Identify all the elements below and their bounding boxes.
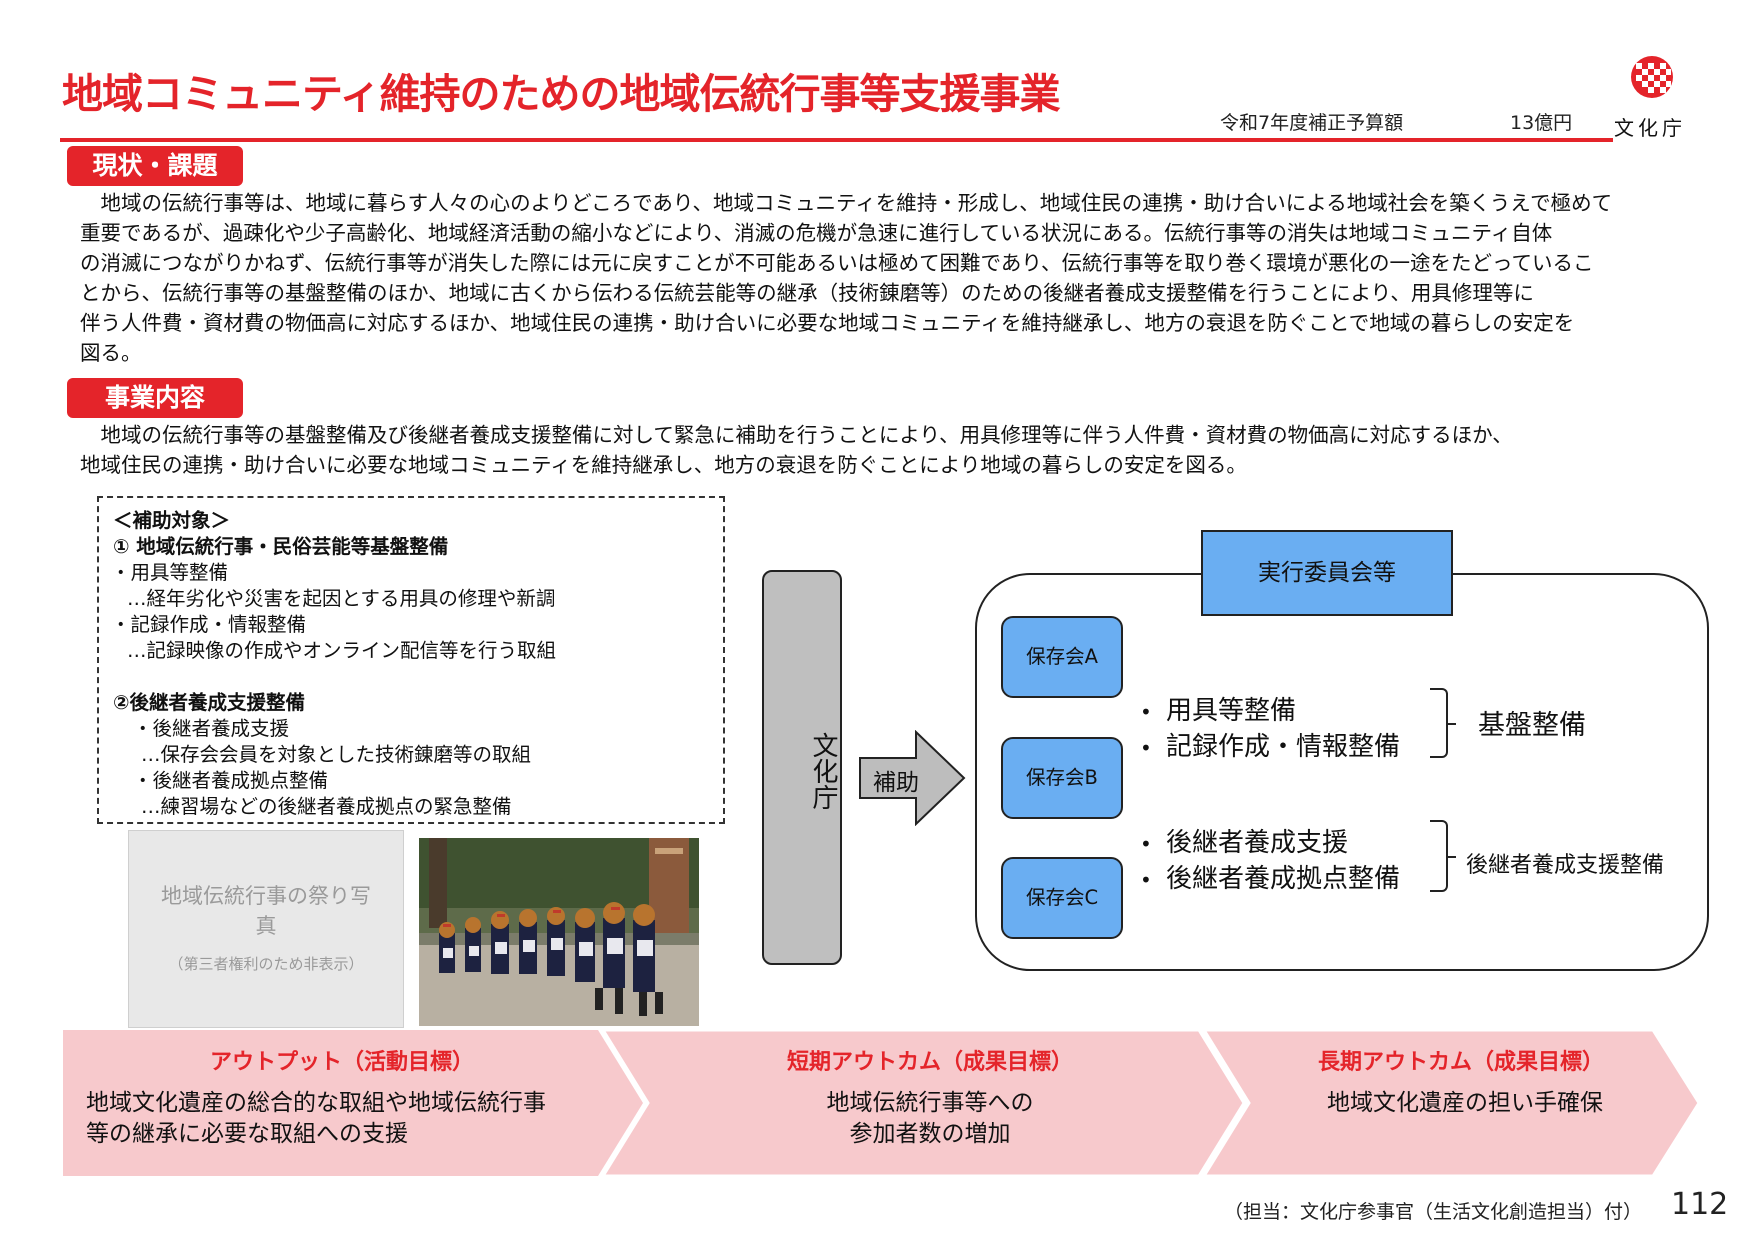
preservation-group-b: 保存会B	[1001, 737, 1123, 819]
outcome-text-line: 等の継承に必要な取組への支援	[86, 1121, 408, 1147]
contact-footer: （担当：文化庁参事官（生活文化創造担当）付）	[1224, 1201, 1643, 1223]
festival-photo	[419, 838, 699, 1026]
status-line: とから、伝統行事等の基盤整備のほか、地域に古くから伝わる伝統芸能等の継承（技術錬…	[80, 281, 1534, 305]
outcome-title-short: 短期アウトカム（成果目標）	[787, 1050, 1074, 1075]
targets-heading: ＜補助対象＞	[113, 509, 231, 532]
target-item-2a-desc: …保存会会員を対象とした技術錬磨等の取組	[141, 743, 532, 766]
bullet-text: 記録作成・情報整備	[1166, 732, 1401, 762]
preservation-group-c: 保存会C	[1001, 857, 1123, 939]
outcome-title-output: アウトプット（活動目標）	[210, 1050, 475, 1075]
brace-top	[1430, 688, 1456, 758]
agency-box-label: 文化庁	[808, 732, 838, 810]
label-infrastructure: 基盤整備	[1478, 710, 1586, 741]
status-line: 重要であるが、過疎化や少子高齢化、地域経済活動の縮小などにより、消滅の危機が急速…	[80, 221, 1553, 245]
target-item-1b: ・記録作成・情報整備	[111, 613, 307, 636]
status-paragraph: 地域の伝統行事等は、地域に暮らす人々の心のよりどころであり、地域コミュニティを維…	[80, 188, 1670, 368]
target-item-2: ②後継者養成支援整備	[113, 691, 306, 714]
agency-box: 文化庁	[762, 570, 842, 965]
target-item-1a-desc: …経年劣化や災害を起因とする用具の修理や新調	[127, 587, 556, 610]
budget-label: 令和7年度補正予算額	[1220, 112, 1404, 134]
page-number: 112	[1671, 1187, 1729, 1222]
preservation-group-a: 保存会A	[1001, 616, 1123, 698]
outcome-chevron-2	[601, 1030, 1246, 1176]
outcome-text-line: 地域文化遺産の総合的な取組や地域伝統行事	[86, 1090, 546, 1116]
section-tag-content: 事業内容	[67, 378, 243, 418]
section-tag-status: 現状・課題	[67, 146, 243, 186]
bullet-text: 用具等整備	[1166, 696, 1297, 726]
bullet-item: •用具等整備	[1140, 696, 1297, 726]
bullet-text: 後継者養成支援	[1166, 828, 1349, 858]
photo-placeholder: 地域伝統行事の祭り写真 （第三者権利のため非表示）	[128, 830, 404, 1028]
agency-logo-icon	[1631, 56, 1673, 98]
page-title: 地域コミュニティ維持のための地域伝統行事等支援事業	[62, 70, 1061, 118]
bullet-text: 後継者養成拠点整備	[1166, 864, 1401, 894]
photo-placeholder-note: （第三者権利のため非表示）	[168, 955, 364, 973]
bullet-item: •後継者養成拠点整備	[1140, 864, 1401, 894]
subsidy-arrow-icon	[859, 730, 966, 826]
target-item-2b: ・後継者養成拠点整備	[133, 769, 329, 792]
status-line: の消滅につながりかねず、伝統行事等が消失した際には元に戻すことが不可能あるいは極…	[80, 251, 1594, 275]
outcome-text-output: 地域文化遺産の総合的な取組や地域伝統行事 等の継承に必要な取組への支援	[86, 1088, 546, 1150]
status-line: 伴う人件費・資材費の物価高に対応するほか、地域住民の連携・助け合いに必要な地域コ…	[80, 311, 1575, 335]
outcome-text-short: 地域伝統行事等への 参加者数の増加	[790, 1088, 1070, 1150]
title-rule	[60, 138, 1613, 142]
content-line: 地域の伝統行事等の基盤整備及び後継者養成支援整備に対して緊急に補助を行うことによ…	[80, 423, 1513, 447]
bullet-item: •記録作成・情報整備	[1140, 732, 1401, 762]
status-line: 地域の伝統行事等は、地域に暮らす人々の心のよりどころであり、地域コミュニティを維…	[80, 191, 1613, 215]
outcome-chevron-1	[63, 1030, 643, 1176]
committee-box: 実行委員会等	[1201, 530, 1453, 616]
subsidy-targets-box: ＜補助対象＞ ① 地域伝統行事・民俗芸能等基盤整備 ・用具等整備 …経年劣化や災…	[97, 496, 725, 824]
target-item-2b-desc: …練習場などの後継者養成拠点の緊急整備	[141, 795, 512, 818]
target-item-1: ① 地域伝統行事・民俗芸能等基盤整備	[113, 535, 449, 558]
brace-bottom	[1430, 820, 1456, 892]
outcome-text-line: 地域伝統行事等への	[826, 1090, 1034, 1116]
target-item-2a: ・後継者養成支援	[133, 717, 290, 740]
budget-amount: 13億円	[1510, 112, 1573, 134]
outcome-chevron-3	[1202, 1030, 1701, 1176]
outcome-text-line: 地域文化遺産の担い手確保	[1327, 1090, 1603, 1116]
content-paragraph: 地域の伝統行事等の基盤整備及び後継者養成支援整備に対して緊急に補助を行うことによ…	[80, 420, 1670, 480]
outcome-title-long: 長期アウトカム（成果目標）	[1318, 1050, 1605, 1075]
target-item-1a: ・用具等整備	[111, 561, 229, 584]
outcome-text-long: 地域文化遺産の担い手確保	[1300, 1088, 1630, 1119]
status-line: 図る。	[80, 341, 142, 365]
photo-placeholder-text: 地域伝統行事の祭り写真	[161, 884, 371, 938]
label-successor-support: 後継者養成支援整備	[1466, 853, 1665, 878]
content-line: 地域住民の連携・助け合いに必要な地域コミュニティを維持継承し、地方の衰退を防ぐこ…	[80, 453, 1247, 477]
outcome-text-line: 参加者数の増加	[849, 1121, 1011, 1147]
target-item-1b-desc: …記録映像の作成やオンライン配信等を行う取組	[127, 639, 557, 662]
outcomes-band	[63, 1030, 1701, 1176]
subsidy-arrow-label: 補助	[873, 770, 919, 796]
agency-logo-text: 文化庁	[1614, 116, 1686, 140]
bullet-item: •後継者養成支援	[1140, 828, 1349, 858]
